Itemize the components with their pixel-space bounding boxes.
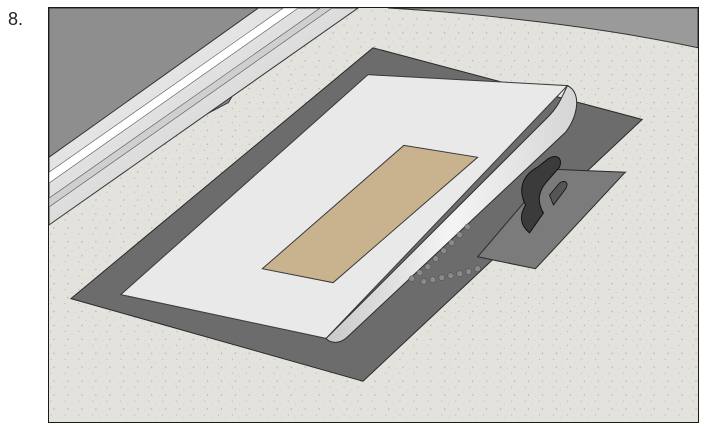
- step-number: 8.: [8, 10, 23, 28]
- membrane-illustration: [49, 8, 698, 422]
- illustration-frame: [48, 7, 699, 423]
